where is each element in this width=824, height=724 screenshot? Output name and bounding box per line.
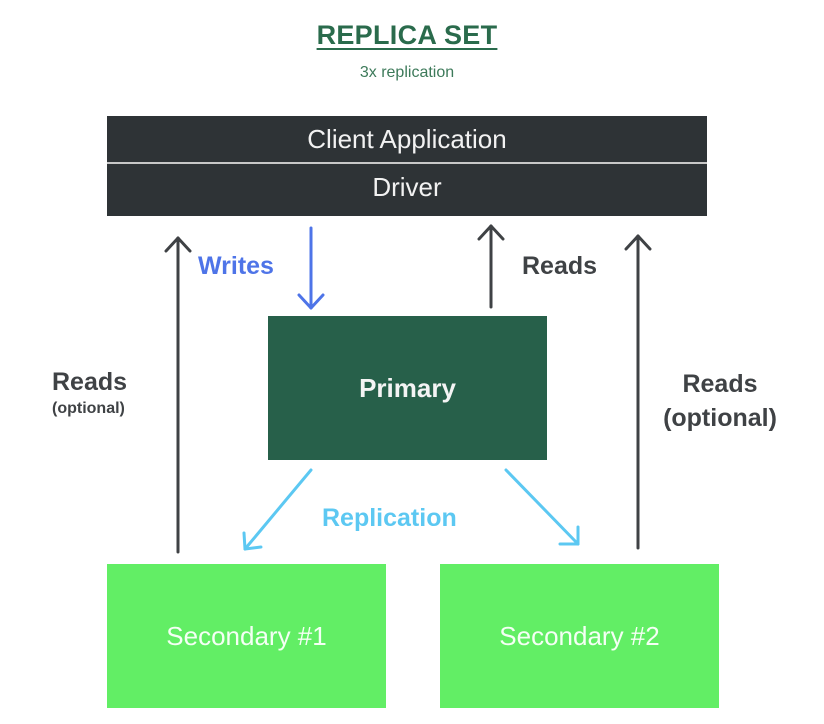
diagram-subtitle: 3x replication (359, 64, 455, 81)
secondary-1-label: Secondary #1 (166, 620, 327, 651)
reads-primary-arrow (477, 224, 505, 309)
replication-arrow-2 (504, 468, 580, 546)
client-application-box: Client Application Driver (107, 116, 707, 216)
reads-secondary-1-arrow (164, 236, 192, 554)
secondary-node-1: Secondary #1 (107, 564, 386, 708)
diagram-title: REPLICA SET (316, 20, 498, 50)
reads-secondary-2-note: (optional) (663, 404, 777, 432)
secondary-node-2: Secondary #2 (440, 564, 719, 708)
writes-arrow (297, 226, 325, 310)
replication-label: Replication (322, 504, 457, 532)
reads-secondary-1-label: Reads (52, 368, 128, 396)
secondary-2-label: Secondary #2 (499, 620, 660, 651)
reads-secondary-1-note: (optional) (52, 400, 125, 417)
client-driver-divider (107, 162, 707, 164)
driver-label: Driver (372, 172, 442, 202)
reads-secondary-2-label: Reads (682, 370, 758, 398)
client-application-label: Client Application (307, 124, 507, 154)
primary-label: Primary (359, 372, 456, 403)
writes-label: Writes (198, 252, 274, 280)
reads-primary-label: Reads (522, 252, 598, 280)
replication-arrow-1 (242, 468, 313, 551)
primary-node: Primary (268, 316, 547, 460)
reads-secondary-2-arrow (624, 234, 652, 550)
